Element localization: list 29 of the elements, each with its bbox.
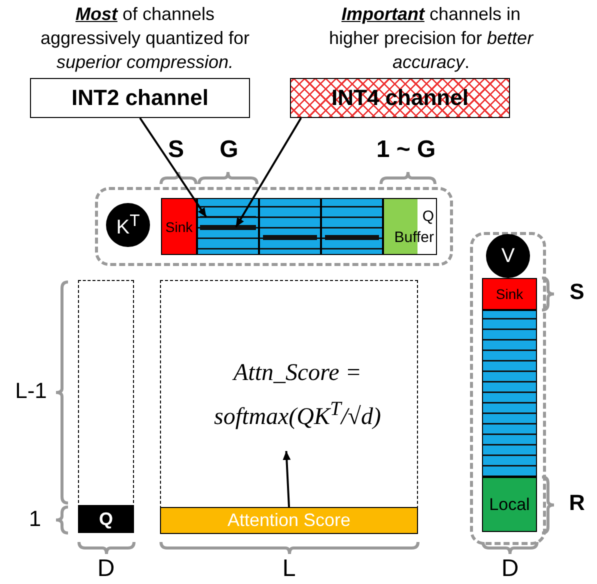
dashed-container [470,232,546,545]
dimension-label: 1 ~ G [375,136,437,164]
dashed-matrix [160,280,418,534]
label-box: INT2 channel [30,78,250,118]
dimension-label: R [568,490,586,516]
dimension-label: G [218,136,240,164]
dimension-label: S [568,279,586,305]
local-block: Local [482,477,537,532]
arrow [282,450,291,508]
query-cell: Q [78,505,134,533]
dimension-label: D [96,555,116,583]
dashed-column [78,280,134,533]
sink-block: Sink [161,198,197,255]
dimension-label: S [166,136,185,164]
formula-text: Attn_Score = softmax(QK$^{T}$/√d) [185,345,410,445]
channel-line [200,216,256,218]
dimension-label: 1 [28,506,42,532]
matrix-badge: K$^{T}$ [106,203,150,247]
dimension-label: L [281,555,297,583]
score-bar: Attention Score [160,507,418,534]
arrow [235,117,302,228]
dimension-label: D [500,555,520,583]
matrix-badge: V [486,234,530,278]
arrow [139,117,208,218]
caption-text: Important channels in higher precision for better accuracy. [328,3,535,74]
dashed-container [95,187,453,266]
dimension-label: L-1 [14,378,48,404]
caption-text: Most of channels aggressively quantized for superior compression. [39,3,251,74]
sink-block: Sink [482,278,537,310]
